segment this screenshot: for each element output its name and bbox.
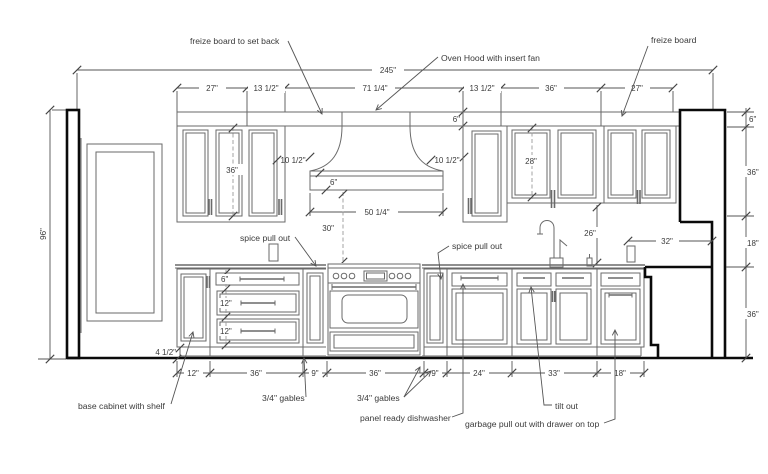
label-garbage-pullout: garbage pull out with drawer on top <box>465 419 599 429</box>
dim-bottom-9b: 9" <box>431 369 438 378</box>
dim-left-door-height: 36" <box>226 166 238 175</box>
dim-canopy-height: 6" <box>330 178 337 187</box>
dim-return-depth: 32" <box>661 237 673 246</box>
dim-frieze-height: 6" <box>453 115 460 124</box>
dim-bottom-18: 18" <box>614 369 626 378</box>
base-cabinet-with-shelf <box>176 268 211 348</box>
dim-right-36b: 36" <box>747 310 759 319</box>
dim-hood-width: 50 1/4" <box>364 208 389 217</box>
dim-splash: 26" <box>584 229 596 238</box>
dim-toe-kick: 4 1/2" <box>155 348 176 357</box>
dim-hood-offset-right: 10 1/2" <box>434 156 459 165</box>
outlet-left <box>268 243 279 262</box>
sink-cabinet <box>511 268 598 348</box>
range-hood: 6" 10 1/2" 10 1/2" 50 1/4" 30" <box>272 112 469 267</box>
spice-pullout-left-cabinet <box>302 268 328 348</box>
dim-hood-offset-left: 10 1/2" <box>280 156 305 165</box>
bottom-dimension-tier: 12" 36" 9" 36" 9" 24" 33" 18" <box>172 361 649 378</box>
label-freize-setback: freize board to set back <box>190 36 280 46</box>
left-height-dimension: 96" <box>38 105 66 364</box>
return-depth-dimension: 32" <box>623 235 717 246</box>
dim-drawer-3: 12" <box>220 327 232 336</box>
label-gables-1: 3/4" gables <box>262 393 305 403</box>
overall-width-dimension: 245" <box>72 64 718 110</box>
soap-dispenser <box>586 254 593 267</box>
dim-bottom-9a: 9" <box>311 369 318 378</box>
annotation-labels: freize board to set back Oven Hood with … <box>78 35 697 429</box>
dim-drawer-2: 12" <box>220 299 232 308</box>
label-tilt-out: tilt out <box>555 401 579 411</box>
dim-bottom-36a: 36" <box>250 369 262 378</box>
range <box>326 263 422 356</box>
upper-cabinets-right: 28" 26" <box>462 123 677 268</box>
faucet <box>537 220 568 268</box>
left-end-panel <box>65 108 82 360</box>
dim-top-27L: 27" <box>206 84 218 93</box>
dim-right-6: 6" <box>749 115 756 124</box>
dim-bottom-33: 33" <box>548 369 560 378</box>
spice-pullout-right-cabinet <box>423 268 448 348</box>
upper-cabinets-left: 36" <box>176 123 286 223</box>
dim-right-36a: 36" <box>747 168 759 177</box>
outlet-right <box>626 245 636 263</box>
drawer-bank: 6" 12" 12" <box>209 268 304 350</box>
label-oven-hood: Oven Hood with insert fan <box>441 53 540 63</box>
dim-top-13half-R: 13 1/2" <box>469 84 494 93</box>
dim-top-13half-L: 13 1/2" <box>253 84 278 93</box>
dim-right-18: 18" <box>747 239 759 248</box>
dim-hood-clearance: 30" <box>322 224 334 233</box>
label-freize-board: freize board <box>651 35 697 45</box>
label-spice-left: spice pull out <box>240 233 291 243</box>
dim-bottom-24: 24" <box>473 369 485 378</box>
upper-dimension-tier: 27" 13 1/2" 71 1/4" 13 1/2" 36" 27" 6" <box>172 82 678 131</box>
dim-top-27R: 27" <box>631 84 643 93</box>
dim-bottom-36b: 36" <box>369 369 381 378</box>
dim-height-96: 96" <box>39 228 48 240</box>
label-base-shelf: base cabinet with shelf <box>78 401 166 411</box>
frieze-board <box>176 111 679 127</box>
dim-top-71quarter: 71 1/4" <box>362 84 387 93</box>
label-spice-right: spice pull out <box>452 241 503 251</box>
label-panel-dishwasher: panel ready dishwasher <box>360 413 451 423</box>
right-return-profile <box>643 108 727 358</box>
garbage-pullout-cabinet <box>596 268 645 348</box>
dim-drawer-1: 6" <box>221 275 228 284</box>
tall-door-panel <box>86 143 163 322</box>
label-gables-2: 3/4" gables <box>357 393 400 403</box>
dim-top-36: 36" <box>545 84 557 93</box>
toe-kick-dimension: 4 1/2" <box>155 343 185 364</box>
dim-bottom-12: 12" <box>187 369 199 378</box>
dim-right-door-height: 28" <box>525 157 537 166</box>
dim-total-width: 245" <box>380 66 396 75</box>
right-dimension-column: 6" 36" 18" 36" <box>726 107 763 363</box>
dishwasher-cabinet <box>446 268 513 348</box>
